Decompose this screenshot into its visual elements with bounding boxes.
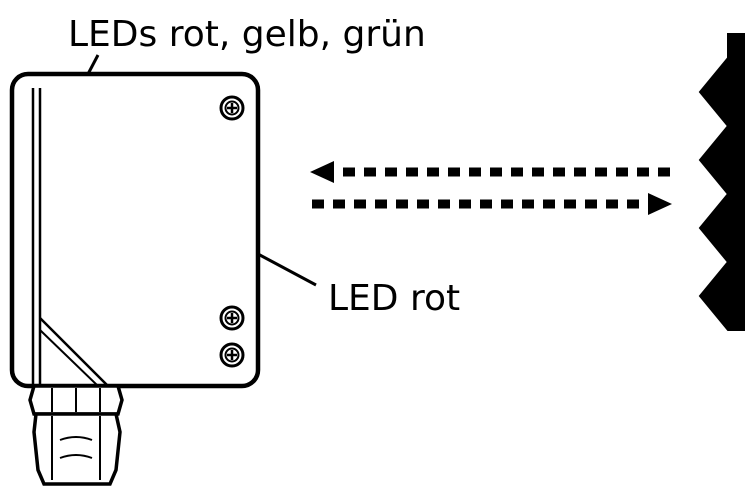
sensor-housing <box>9 71 261 389</box>
phillips-screw-icon <box>219 342 245 368</box>
cable-gland <box>28 384 124 486</box>
phillips-screw-icon <box>219 305 245 331</box>
housing-diagonal-1 <box>39 317 109 387</box>
housing-diagonal-2 <box>39 329 99 387</box>
target-surface <box>698 33 745 331</box>
leds-label: LEDs rot, gelb, grün <box>68 14 426 55</box>
led-rot-leader-line <box>257 252 317 287</box>
phillips-screw-icon <box>219 95 245 121</box>
led-rot-label: LED rot <box>328 278 460 319</box>
dashed-arrow-left <box>310 161 670 183</box>
housing-body <box>9 71 261 389</box>
leds-leader-line <box>86 54 100 75</box>
dashed-arrow-right <box>312 193 672 215</box>
